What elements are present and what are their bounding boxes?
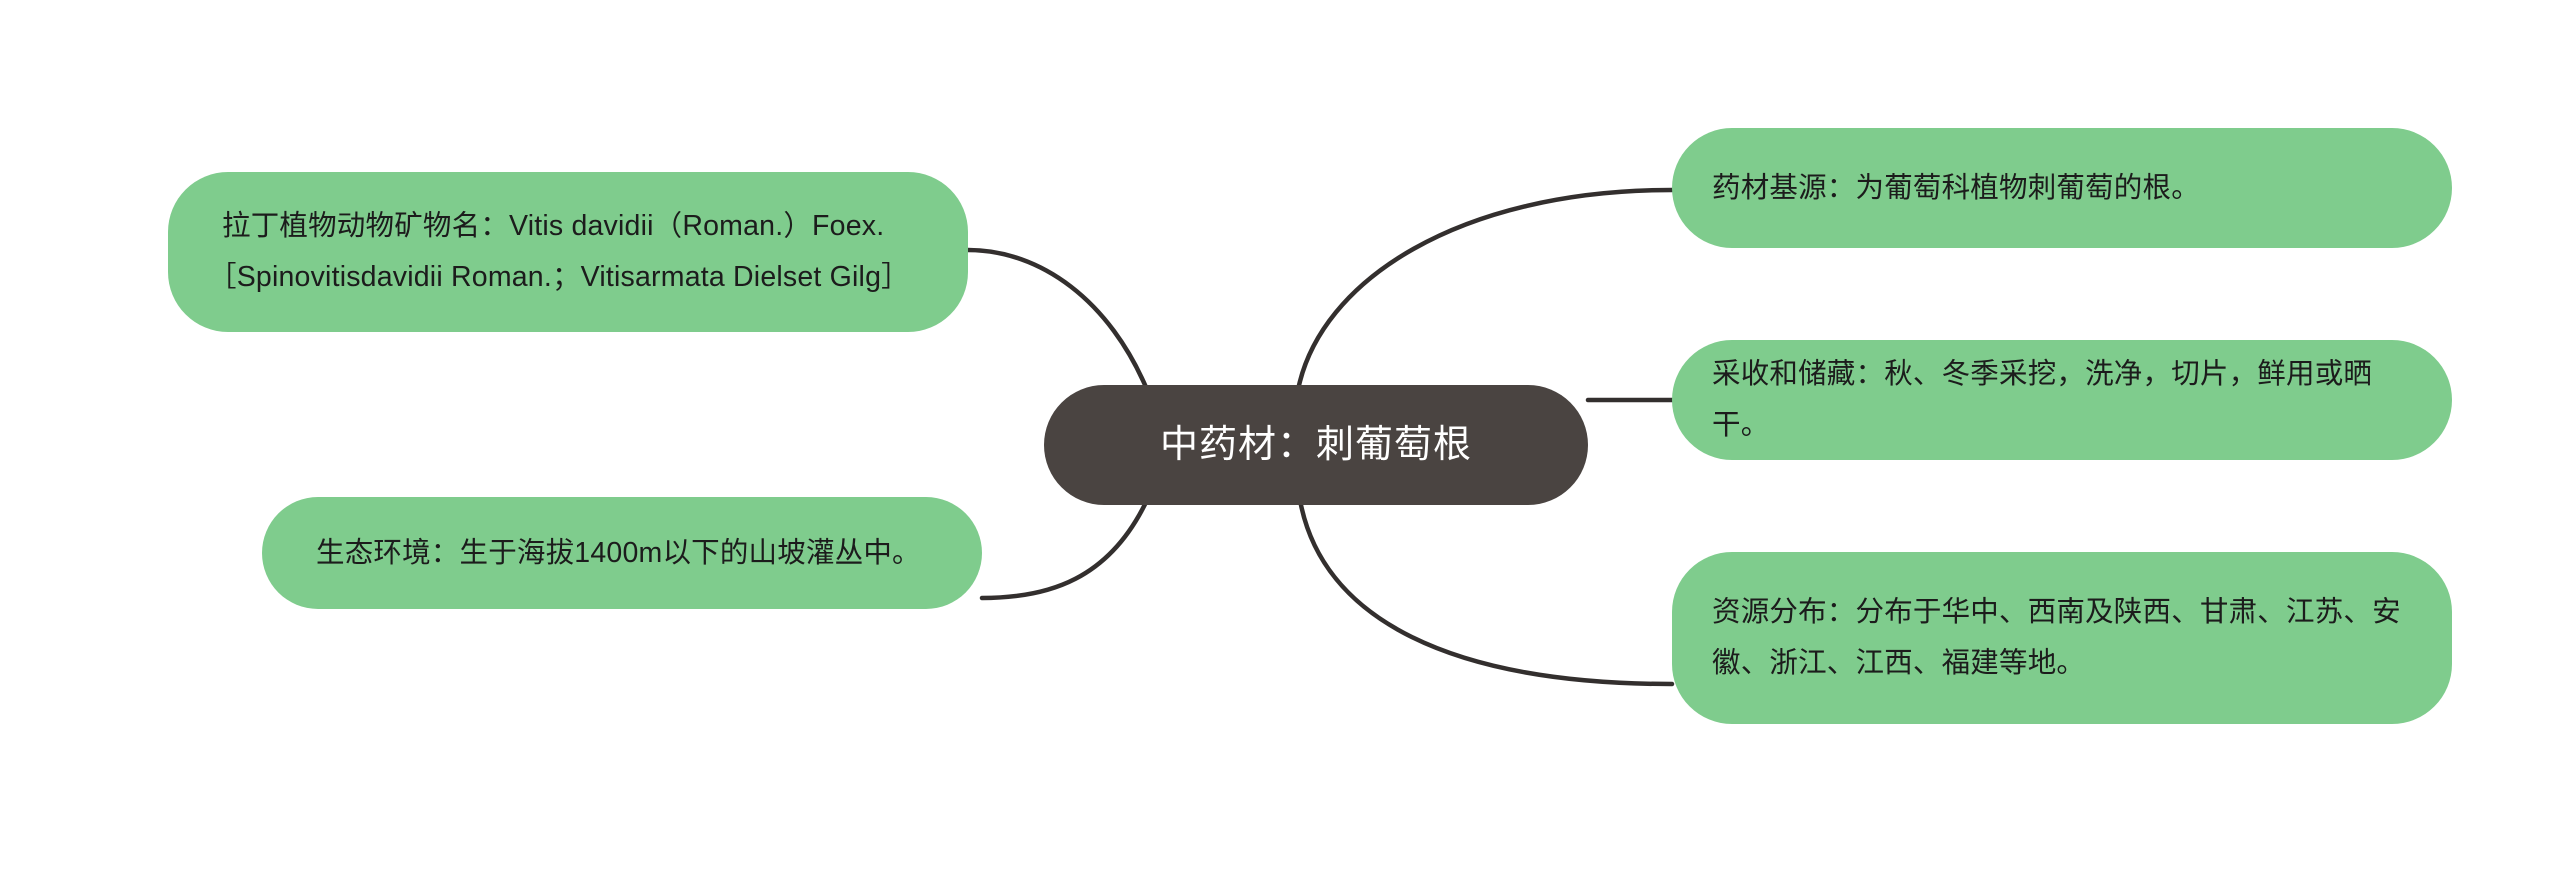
branch-label-source: 药材基源：为葡萄科植物刺葡萄的根。 [1712,171,2200,204]
branch-node-distribution[interactable]: 资源分布：分布于华中、西南及陕西、甘肃、江苏、安徽、浙江、江西、福建等地。 [1672,552,2452,724]
branch-label-harvest: 采收和储藏：秋、冬季采挖，洗净，切片，鲜用或晒干。 [1712,358,2373,441]
edge-root-to-source [1295,187,1675,393]
branch-label-distribution: 资源分布：分布于华中、西南及陕西、甘肃、江苏、安徽、浙江、江西、福建等地。 [1712,596,2401,679]
branch-node-harvest[interactable]: 采收和储藏：秋、冬季采挖，洗净，切片，鲜用或晒干。 [1672,340,2452,460]
branch-node-ecology[interactable]: 生态环境：生于海拔1400m以下的山坡灌丛中。 [262,497,982,609]
root-node-label: 中药材：刺葡萄根 [1159,424,1472,466]
edge-root-to-ecology [979,495,1151,601]
edge-root-to-latin [965,247,1151,395]
branch-node-source[interactable]: 药材基源：为葡萄科植物刺葡萄的根。 [1672,128,2452,248]
branch-label-latin-name: 拉丁植物动物矿物名：Vitis davidii（Roman.）Foex.［Spi… [208,210,910,293]
branch-label-ecology: 生态环境：生于海拔1400m以下的山坡灌丛中。 [316,536,921,569]
branch-node-latin-name[interactable]: 拉丁植物动物矿物名：Vitis davidii（Roman.）Foex.［Spi… [168,172,968,332]
edge-root-to-distribution [1297,497,1675,687]
root-node[interactable]: 中药材：刺葡萄根 [1044,385,1588,505]
